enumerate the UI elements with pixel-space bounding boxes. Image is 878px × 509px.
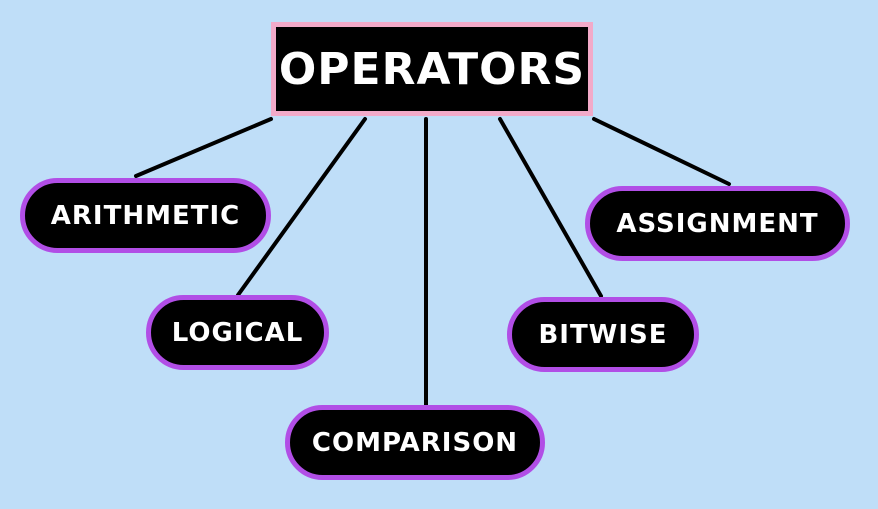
node-logical: LOGICAL <box>146 295 329 370</box>
connector-bitwise <box>498 117 603 298</box>
node-assignment: ASSIGNMENT <box>585 186 850 261</box>
node-comparison: COMPARISON <box>285 405 545 480</box>
root-node-operators: OPERATORS <box>271 22 593 116</box>
connector-assignment <box>592 117 731 186</box>
node-arithmetic: ARITHMETIC <box>20 178 271 253</box>
connector-logical <box>236 117 367 297</box>
node-bitwise: BITWISE <box>507 297 699 372</box>
connector-arithmetic <box>134 117 273 178</box>
